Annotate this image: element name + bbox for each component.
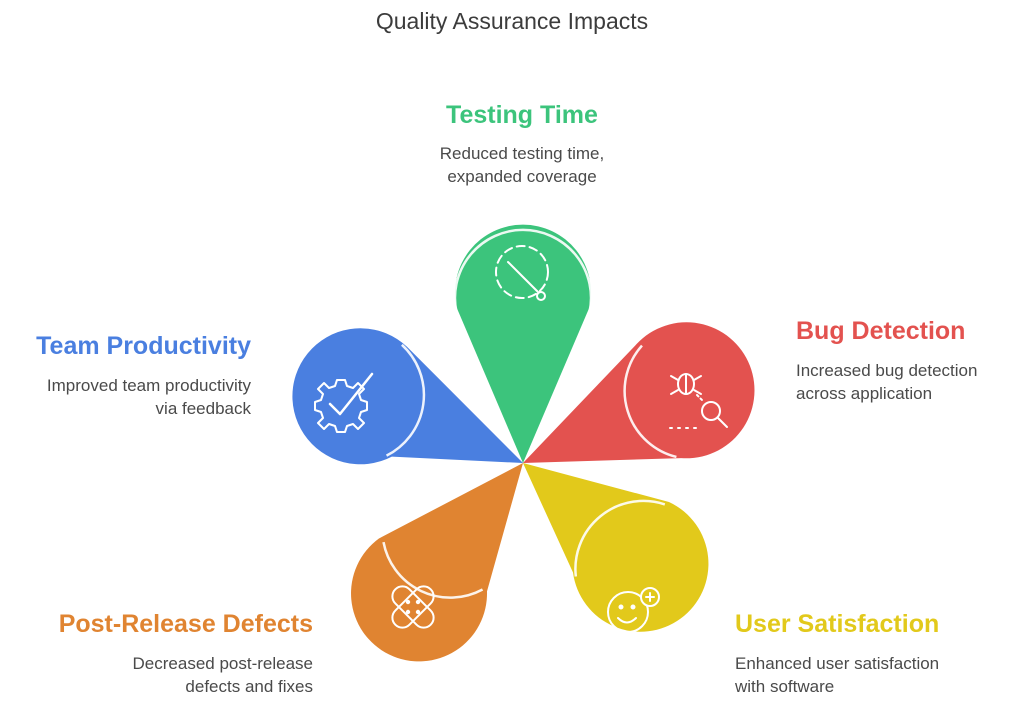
page-title: Quality Assurance Impacts — [375, 8, 649, 34]
item-description: Reduced testing time, expanded coverage — [439, 144, 605, 186]
petal-shape — [351, 463, 523, 662]
petal-user-satisfaction — [523, 463, 709, 633]
item-description: Improved team productivity via feedback — [46, 376, 251, 418]
bandage-icon — [391, 585, 435, 629]
petal-shape — [523, 463, 709, 632]
petal-ring — [385, 343, 426, 457]
petal-testing-time — [453, 224, 593, 463]
petal-ring — [382, 541, 484, 599]
item-heading: Bug Detection — [796, 317, 966, 345]
item-heading: Post-Release Defects — [58, 610, 313, 638]
timer-icon — [495, 245, 549, 301]
item-testing-time: Testing Time Reduced testing time, expan… — [412, 100, 632, 188]
petal-ring — [574, 499, 666, 577]
item-heading: Team Productivity — [36, 332, 251, 360]
petal-post-release-defects — [351, 463, 523, 662]
petal-ring — [453, 228, 593, 313]
petal-team-productivity — [292, 328, 523, 465]
item-description: Enhanced user satisfaction with software — [735, 654, 940, 696]
item-user-satisfaction: User Satisfaction Enhanced user satisfac… — [735, 609, 995, 698]
petal-bug-detection — [523, 322, 755, 463]
item-post-release-defects: Post-Release Defects Decreased post-rele… — [30, 609, 313, 698]
item-bug-detection: Bug Detection Increased bug detection ac… — [796, 316, 1016, 405]
petal-shape — [292, 328, 523, 465]
item-description: Increased bug detection across applicati… — [796, 361, 978, 403]
gear-check-icon — [314, 372, 374, 433]
petal-ring — [623, 344, 677, 459]
petal-shape — [455, 224, 591, 463]
smiley-plus-icon — [607, 587, 660, 633]
bug-search-icon — [669, 373, 728, 429]
item-team-productivity: Team Productivity Improved team producti… — [10, 331, 251, 420]
item-heading: Testing Time — [446, 101, 598, 129]
item-heading: User Satisfaction — [735, 610, 940, 638]
item-description: Decreased post-release defects and fixes — [132, 654, 313, 696]
